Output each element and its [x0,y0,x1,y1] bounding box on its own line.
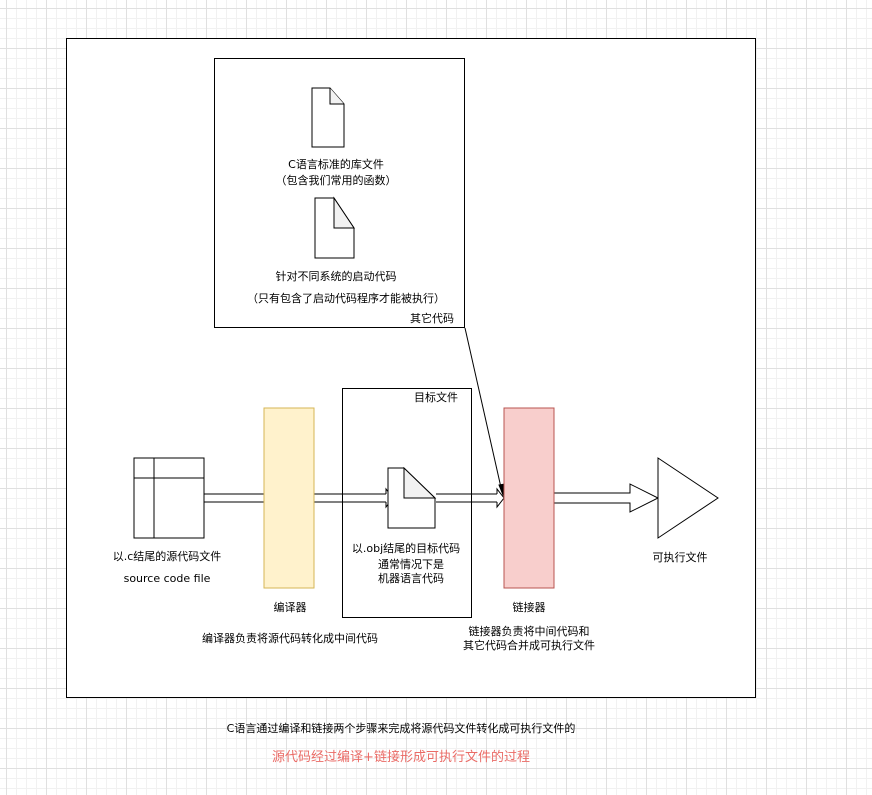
linker-description-line2: 其它代码合并成可执行文件 [463,639,595,652]
connector-compiler-to-object [314,487,394,509]
linker-label: 链接器 [512,601,546,614]
startup-file-icon [314,196,355,259]
object-code-label-line2: 通常情况下是 [378,558,444,571]
other-code-caption: 其它代码 [410,312,454,325]
object-file-icon [387,466,437,529]
connector-object-to-linker [436,487,505,509]
startup-code-label-line2: （只有包含了启动代码程序才能被执行） [247,292,445,305]
footer-title: 源代码经过编译+链接形成可执行文件的过程 [272,750,530,765]
compiler-description: 编译器负责将源代码转化成中间代码 [202,632,378,645]
connector-source-to-compiler [204,493,264,503]
compiler-block [263,407,315,589]
source-file-label-line2: source code file [123,572,211,585]
library-file-label-line1: C语言标准的库文件 [288,158,384,171]
object-code-label-line3: 机器语言代码 [378,572,444,585]
object-code-label-line1: 以.obj结尾的目标代码 [351,542,461,555]
footer-note: C语言通过编译和链接两个步骤来完成将源代码文件转化成可执行文件的 [226,722,576,735]
source-file-label-line1: 以.c结尾的源代码文件 [112,550,222,563]
source-code-file-icon [133,457,205,539]
compiler-label: 编译器 [273,601,307,614]
executable-label: 可执行文件 [652,551,708,564]
connector-other-code-to-linker [464,327,506,497]
library-file-icon [311,87,345,148]
executable-triangle [657,457,719,539]
linker-block [503,407,555,589]
connector-linker-to-executable [554,483,660,513]
linker-description-line1: 链接器负责将中间代码和 [468,625,590,638]
library-file-label-line2: （包含我们常用的函数） [275,174,397,187]
startup-code-label-line1: 针对不同系统的启动代码 [275,270,397,283]
object-file-caption: 目标文件 [414,391,458,404]
